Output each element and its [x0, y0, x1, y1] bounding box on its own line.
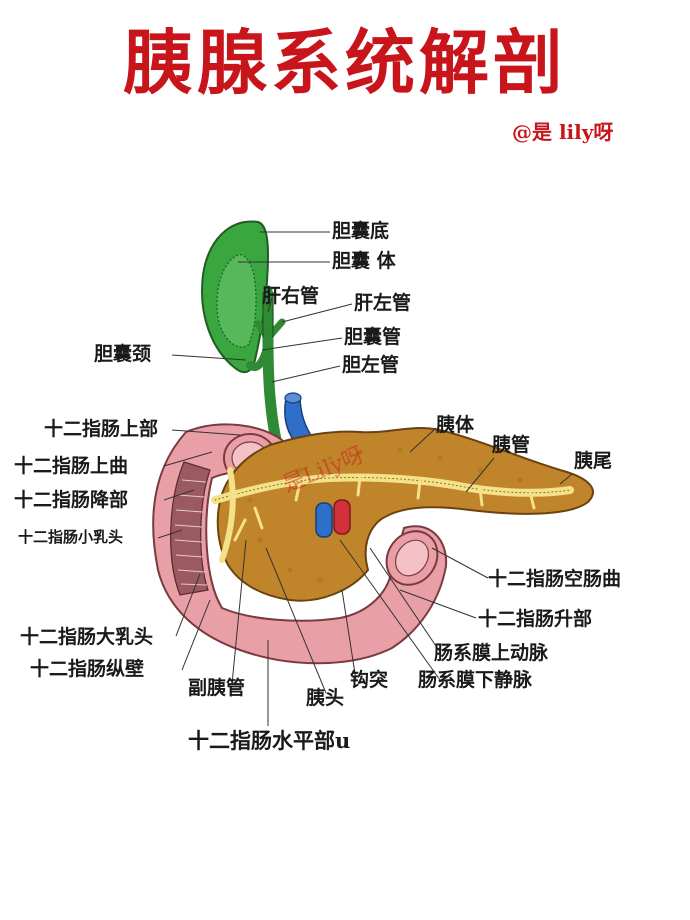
mesenteric-vessels: [315, 499, 351, 538]
label-duodenojejunal-flexure: 十二指肠空肠曲: [488, 568, 622, 590]
label-pancreas-tail: 胰尾: [574, 450, 613, 472]
leader-lines: [157, 231, 573, 726]
label-gallbladder-body: 胆囊 体: [332, 250, 396, 272]
label-duodenum-superior-flexure: 十二指肠上曲: [14, 455, 129, 477]
label-left-hepatic-duct: 肝左管: [354, 292, 412, 314]
label-duodenum-superior: 十二指肠上部: [44, 418, 159, 440]
pancreas: [216, 427, 594, 602]
label-gallbladder-neck: 胆囊颈: [94, 343, 152, 365]
label-duodenum-horizontal: 十二指肠水平部u: [188, 728, 351, 753]
page-title: 胰腺系统解剖: [123, 21, 567, 104]
label-cystic-duct: 胆囊管: [344, 326, 402, 348]
label-superior-mesenteric-vein: 肠系膜下静脉: [418, 669, 533, 691]
label-gallbladder-fundus: 胆囊底: [332, 220, 390, 242]
label-pancreas-body: 胰体: [436, 414, 475, 436]
label-minor-papilla: 十二指肠小乳头: [18, 528, 124, 546]
label-duodenum-ascending: 十二指肠升部: [478, 608, 593, 630]
label-superior-mesenteric-artery: 肠系膜上动脉: [434, 642, 549, 664]
label-duodenum-longitudinal-fold: 十二指肠纵壁: [30, 658, 145, 680]
gallbladder: [201, 220, 270, 374]
label-bile-left-duct: 胆左管: [342, 354, 400, 376]
label-accessory-pancreatic-duct: 副胰管: [188, 677, 246, 699]
label-pancreas-head: 胰头: [306, 687, 345, 709]
label-pancreatic-duct: 胰管: [492, 434, 531, 456]
duodenum: [152, 423, 448, 665]
label-right-hepatic-duct: 肝右管: [262, 285, 320, 307]
author-handle: @是 lily呀: [512, 120, 614, 144]
label-duodenum-descending: 十二指肠降部: [14, 489, 129, 511]
label-major-papilla: 十二指肠大乳头: [20, 626, 154, 648]
label-uncinate-process: 钩突: [350, 669, 389, 691]
pancreatic-duct: [211, 467, 574, 563]
